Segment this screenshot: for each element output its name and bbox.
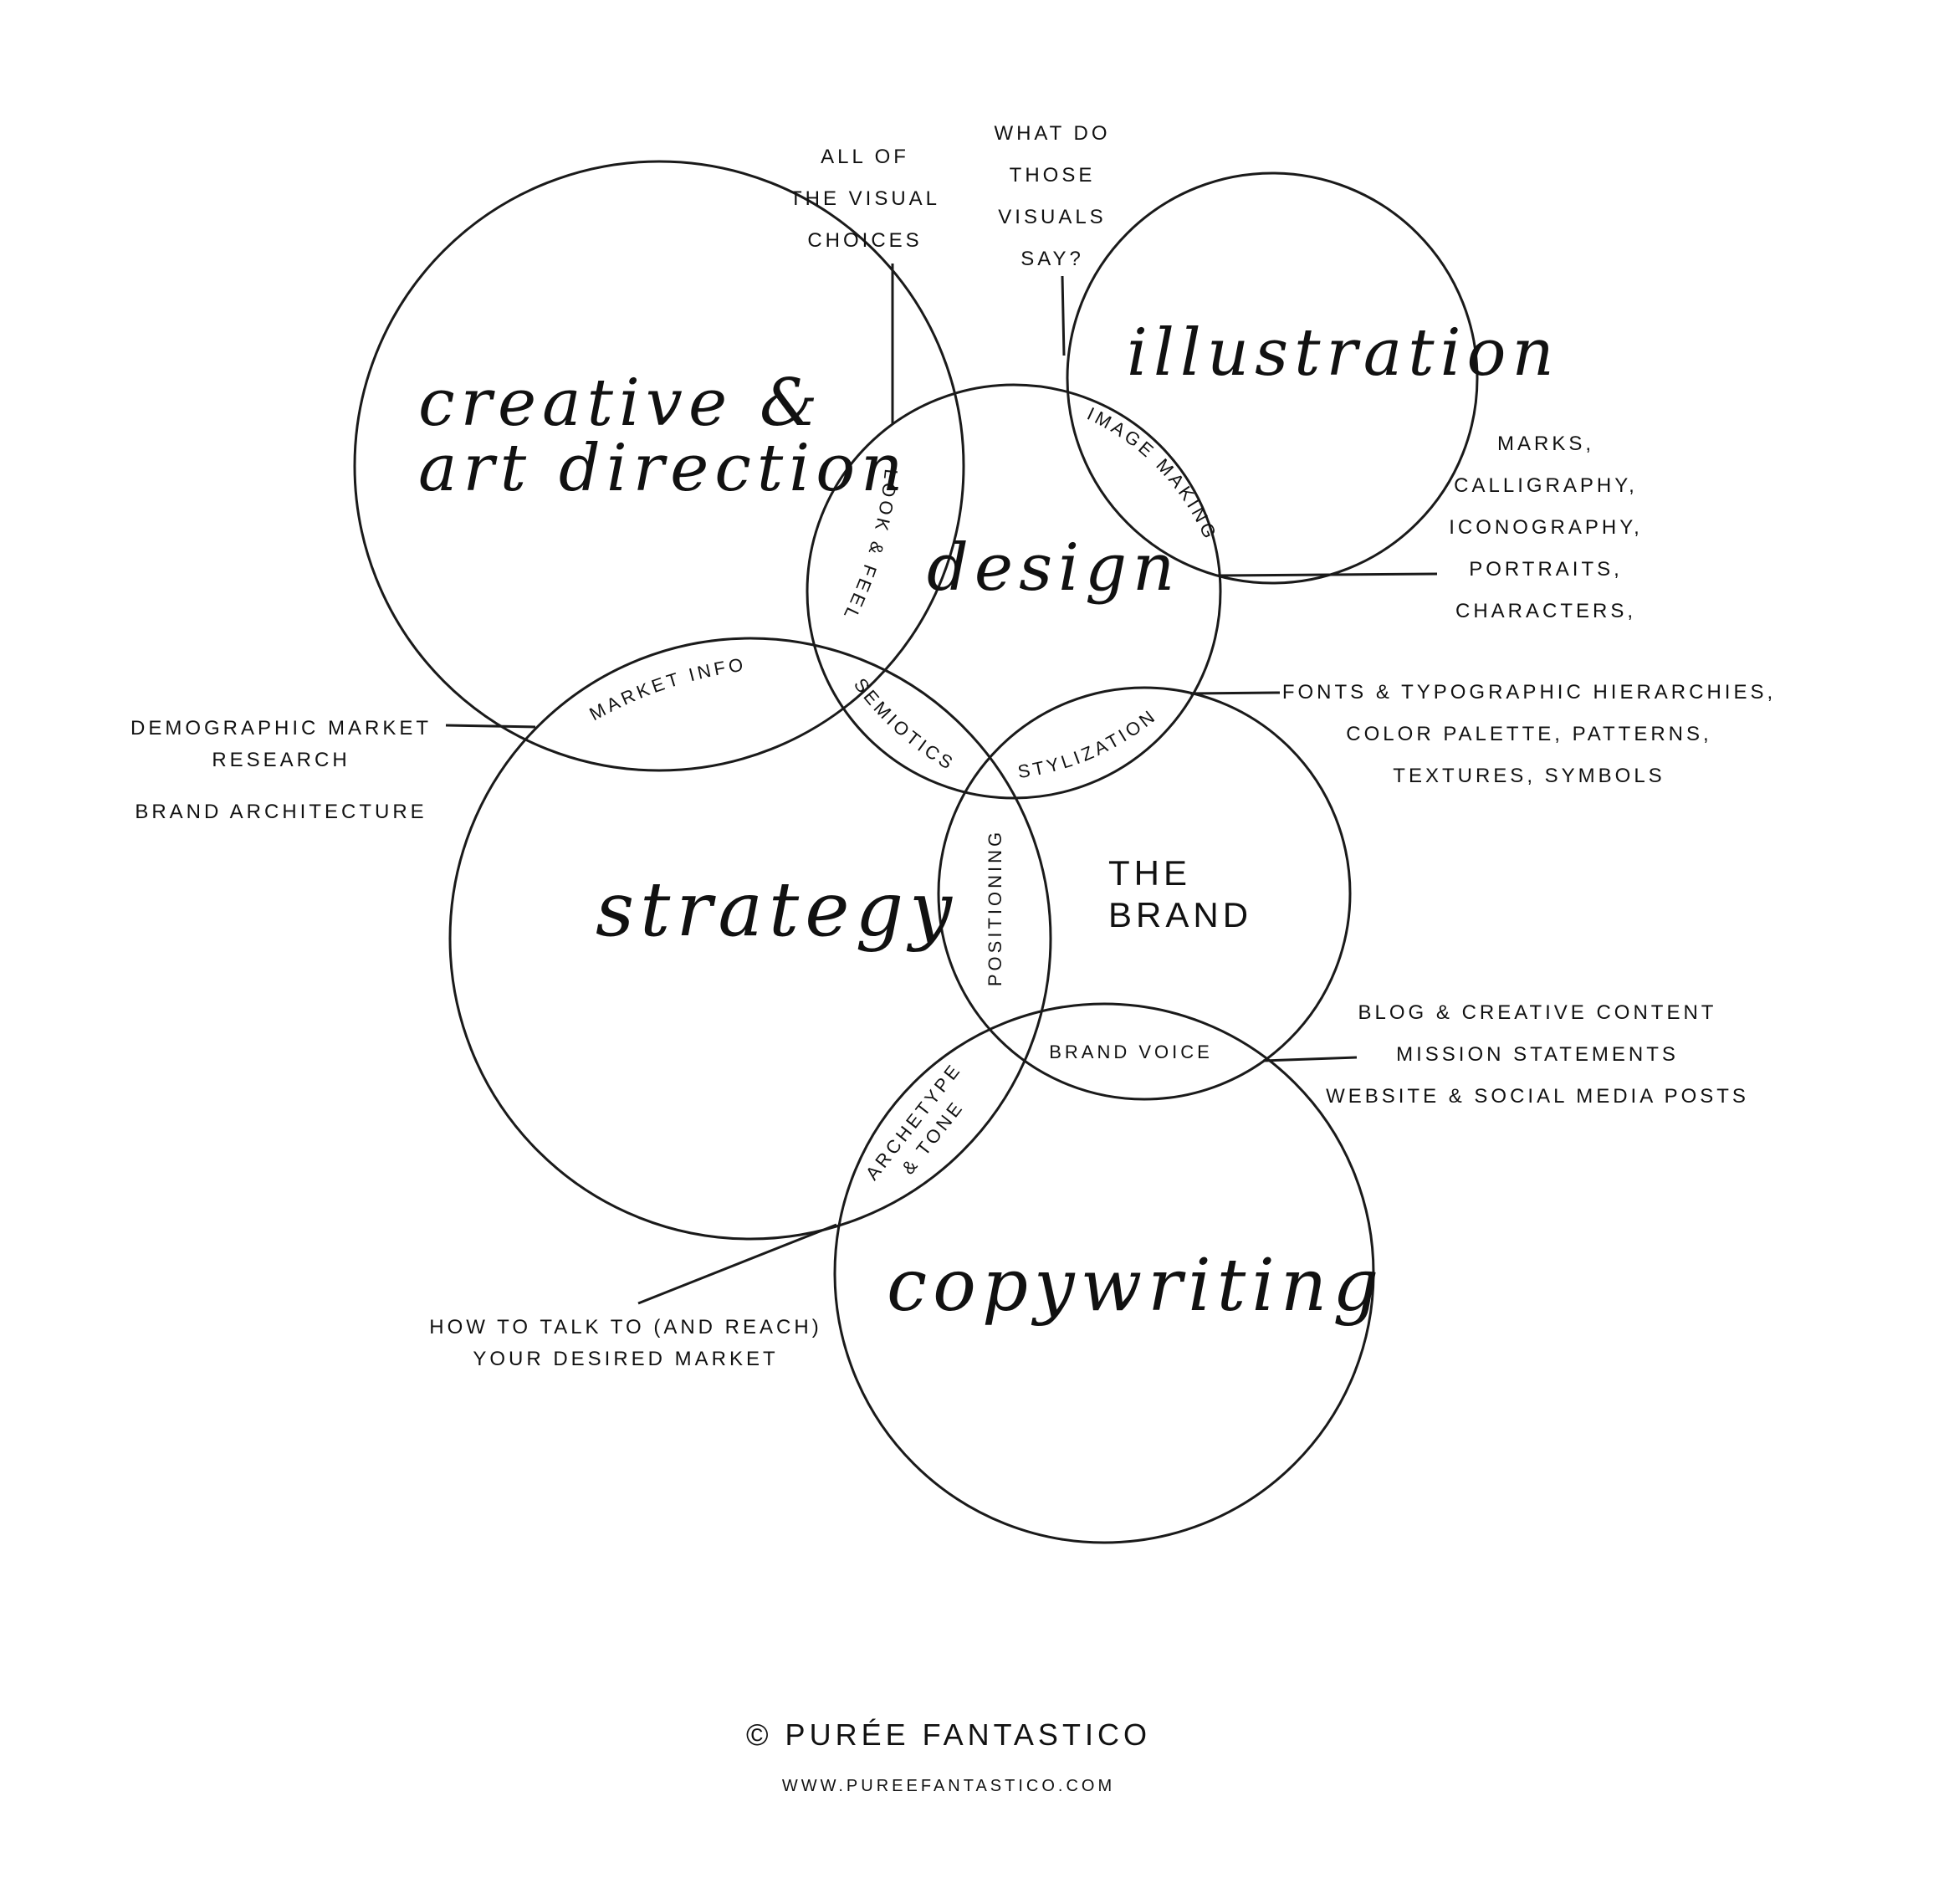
brand-label-line1: THE — [1108, 853, 1191, 893]
typography-note: FONTS & TYPOGRAPHIC HIERARCHIES, COLOR P… — [1282, 681, 1776, 787]
leader-content — [1262, 1056, 1358, 1062]
market-info-label: MARKET INFO — [586, 653, 747, 724]
footer-url[interactable]: WWW.PUREEFANTASTICO.COM — [782, 1777, 1115, 1795]
illustration-types-line: ICONOGRAPHY, — [1449, 516, 1643, 539]
creative-label-line2: art direction — [418, 431, 908, 506]
footer-title: © PURÉE FANTASTICO — [746, 1717, 1151, 1752]
illustration-types-line: CALLIGRAPHY, — [1454, 474, 1638, 497]
illustration-types-note: MARKS, CALLIGRAPHY, ICONOGRAPHY, PORTRAI… — [1449, 432, 1643, 622]
copywriting-label: copywriting — [887, 1244, 1384, 1328]
brand-architecture-line: BRAND ARCHITECTURE — [135, 801, 427, 823]
strategy-label: strategy — [596, 866, 958, 954]
visual-choices-line: THE VISUAL — [790, 187, 940, 210]
semiotics-label: SEMIOTICS — [850, 674, 959, 775]
illustration-types-line: MARKS, — [1497, 432, 1594, 455]
content-line: WEBSITE & SOCIAL MEDIA POSTS — [1326, 1085, 1749, 1108]
leader-talk-market — [637, 1223, 837, 1305]
talk-market-line: YOUR DESIRED MARKET — [473, 1348, 778, 1370]
brand-circle — [937, 686, 1352, 1101]
visuals-say-line: VISUALS — [998, 206, 1106, 228]
leader-illustration-types — [1217, 572, 1438, 577]
market-research-line: RESEARCH — [212, 749, 350, 771]
content-note: BLOG & CREATIVE CONTENT MISSION STATEMEN… — [1326, 1001, 1749, 1108]
visuals-say-note: WHAT DO THOSE VISUALS SAY? — [994, 122, 1110, 270]
leader-market-research — [445, 724, 536, 729]
market-research-note: DEMOGRAPHIC MARKET RESEARCH BRAND ARCHIT… — [130, 717, 432, 823]
illustration-types-line: CHARACTERS, — [1455, 600, 1636, 622]
visual-choices-note: ALL OF THE VISUAL CHOICES — [790, 146, 940, 252]
strategy-circle — [448, 637, 1052, 1241]
creative-label-line1: creative & — [418, 366, 823, 441]
illustration-types-line: PORTRAITS, — [1469, 558, 1623, 581]
illustration-circle — [1066, 171, 1479, 585]
visual-choices-line: CHOICES — [807, 229, 922, 252]
visuals-say-line: THOSE — [1010, 164, 1096, 187]
visuals-say-line: SAY? — [1020, 248, 1084, 270]
typography-line: COLOR PALETTE, PATTERNS, — [1346, 723, 1711, 745]
positioning-label: POSITIONING — [985, 829, 1005, 986]
leader-typography — [1189, 691, 1281, 695]
creative-circle — [353, 160, 965, 772]
illustration-label: illustration — [1127, 315, 1560, 391]
brand-voice-label: BRAND VOICE — [1049, 1042, 1213, 1062]
content-line: BLOG & CREATIVE CONTENT — [1358, 1001, 1717, 1024]
image-making-label: IMAGE MAKING — [1084, 403, 1222, 545]
design-label: design — [927, 530, 1180, 606]
market-research-line: DEMOGRAPHIC MARKET — [130, 717, 432, 740]
talk-market-note: HOW TO TALK TO (AND REACH) YOUR DESIRED … — [429, 1316, 821, 1370]
visuals-say-line: WHAT DO — [994, 122, 1110, 145]
leader-visuals-say — [1061, 275, 1066, 356]
typography-line: FONTS & TYPOGRAPHIC HIERARCHIES, — [1282, 681, 1776, 704]
design-circle — [806, 383, 1222, 800]
content-line: MISSION STATEMENTS — [1396, 1043, 1679, 1066]
brand-label-line2: BRAND — [1108, 895, 1252, 934]
talk-market-line: HOW TO TALK TO (AND REACH) — [429, 1316, 821, 1338]
typography-line: TEXTURES, SYMBOLS — [1393, 765, 1665, 787]
visual-choices-line: ALL OF — [821, 146, 909, 168]
copywriting-circle — [833, 1002, 1375, 1544]
